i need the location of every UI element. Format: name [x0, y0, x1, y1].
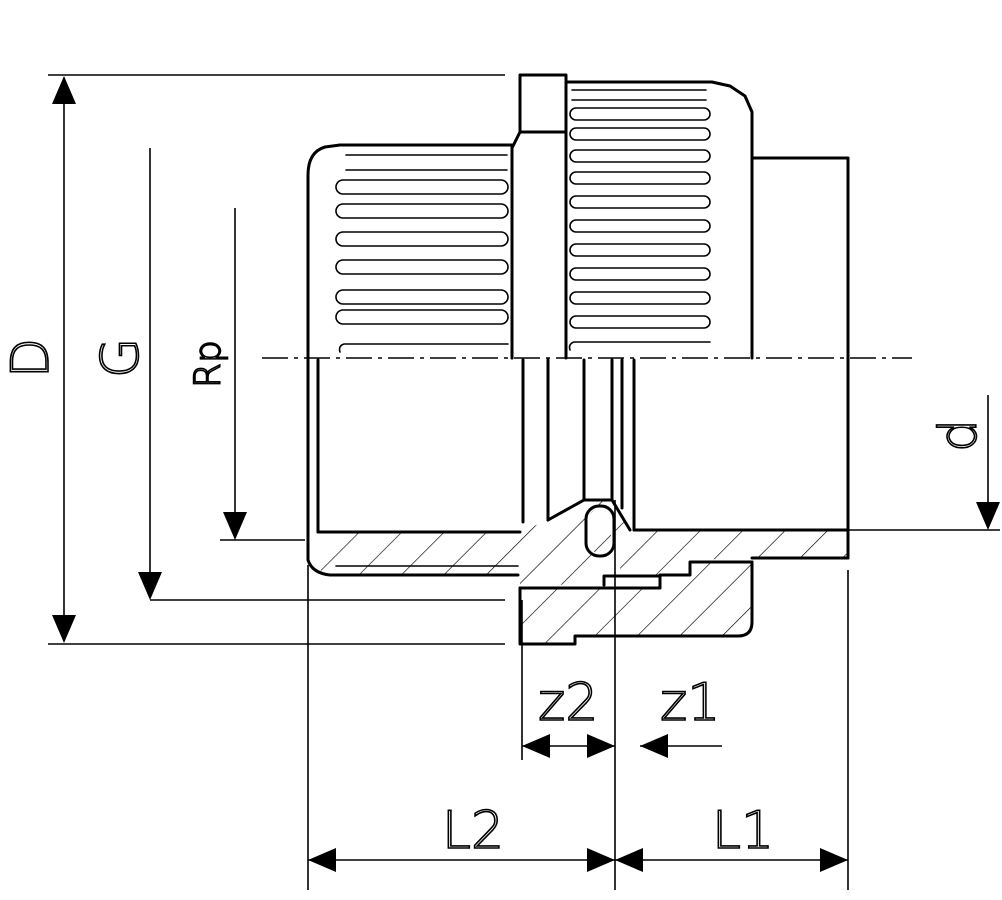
dimension-G: [138, 148, 505, 601]
label-L2: L2: [442, 801, 504, 861]
nut-lower-section: [518, 560, 754, 646]
label-z1: z1: [660, 673, 720, 733]
socket-right: [750, 156, 850, 560]
dimension-L2: [308, 848, 615, 872]
extension-lines: [307, 500, 849, 890]
dimension-z1: [640, 734, 722, 758]
label-d: d: [929, 419, 989, 452]
right-wall-section: [620, 528, 850, 575]
dimension-Rp: [220, 208, 305, 541]
left-wall-section: [306, 356, 522, 577]
union-collar: [510, 73, 568, 360]
label-L1: L1: [712, 801, 774, 861]
label-D: D: [1, 338, 61, 378]
label-Rp: Rp: [188, 340, 229, 388]
dimension-L1: [615, 848, 848, 872]
left-rib-slots: [335, 154, 509, 353]
dimension-d: [848, 395, 1000, 531]
label-G: G: [91, 338, 151, 378]
dimension-z2: [522, 734, 615, 758]
seal-housing: [520, 498, 632, 585]
union-left-body: [306, 143, 514, 360]
label-z2: z2: [538, 673, 598, 733]
union-nut: [564, 80, 754, 360]
bore-section: [316, 358, 636, 534]
dimension-D: [48, 74, 505, 645]
